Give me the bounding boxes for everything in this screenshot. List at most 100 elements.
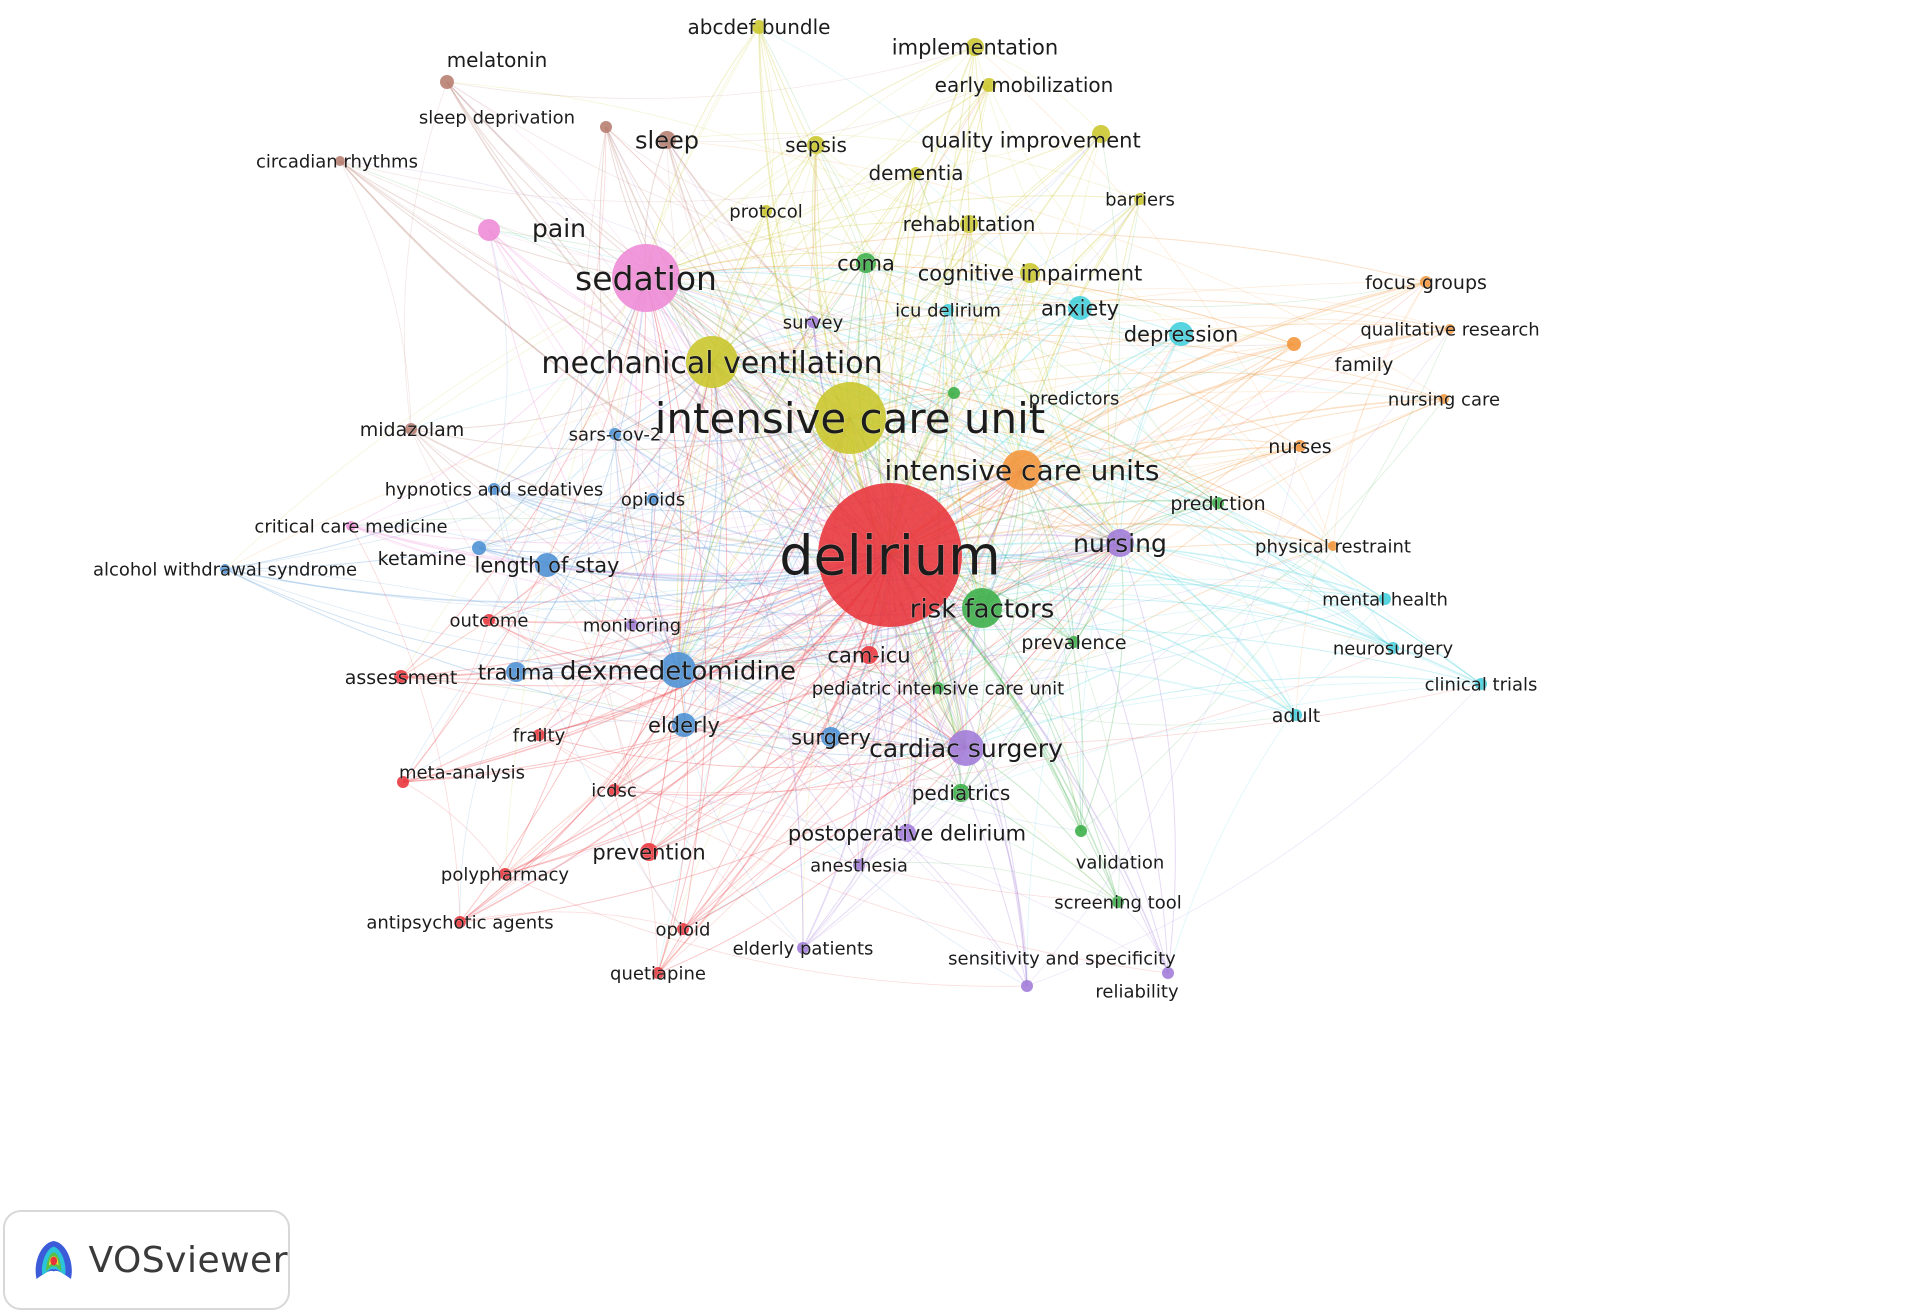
label-polypharmacy[interactable]: polypharmacy [440, 864, 570, 886]
node-icu[interactable] [814, 382, 886, 454]
label-coma[interactable]: coma [837, 251, 896, 276]
node-coma[interactable] [856, 253, 876, 273]
label-nursingcare[interactable]: nursing care [1387, 389, 1500, 411]
label-clinicaltrials[interactable]: clinical trials [1424, 674, 1538, 696]
label-picu[interactable]: pediatric intensive care unit [811, 678, 1064, 700]
label-dementia[interactable]: dementia [868, 161, 964, 186]
node-opioids[interactable] [647, 493, 659, 505]
node-sleepdep[interactable] [600, 121, 612, 133]
label-opioid[interactable]: opioid [655, 919, 711, 941]
label-icus[interactable]: intensive care units [884, 454, 1160, 488]
label-pain[interactable]: pain [532, 214, 587, 244]
label-sensspec[interactable]: sensitivity and specificity [948, 948, 1177, 970]
label-survey[interactable]: survey [782, 312, 844, 334]
node-icudelirium[interactable] [942, 304, 954, 316]
node-validation[interactable] [1075, 825, 1087, 837]
label-implementation[interactable]: implementation [891, 35, 1058, 60]
node-picu[interactable] [932, 682, 944, 694]
label-anesthesia[interactable]: anesthesia [810, 855, 909, 877]
node-sensspec[interactable] [1021, 980, 1033, 992]
node-delirium[interactable] [818, 483, 962, 627]
node-assessment[interactable] [394, 670, 408, 684]
label-neurosurgery[interactable]: neurosurgery [1332, 638, 1454, 660]
node-opioid[interactable] [677, 923, 689, 935]
node-pain[interactable] [478, 219, 500, 241]
label-focus[interactable]: focus groups [1365, 271, 1488, 294]
label-physrestraint[interactable]: physical restraint [1255, 536, 1412, 558]
node-outcome[interactable] [483, 614, 495, 626]
label-trauma[interactable]: trauma [477, 660, 554, 685]
node-alcohol[interactable] [220, 564, 230, 574]
node-neurosurgery[interactable] [1387, 642, 1399, 654]
node-antipsychotic[interactable] [454, 916, 466, 928]
label-sleep[interactable]: sleep [635, 126, 700, 155]
label-abcdef[interactable]: abcdef bundle [687, 15, 831, 40]
node-cognitive[interactable] [1020, 263, 1040, 283]
node-depression[interactable] [1169, 322, 1193, 346]
label-mentalhealth[interactable]: mental health [1322, 589, 1449, 611]
node-rehab[interactable] [960, 215, 978, 233]
label-midazolam[interactable]: midazolam [359, 418, 465, 441]
label-postop[interactable]: postoperative delirium [787, 821, 1026, 846]
label-earlymob[interactable]: early mobilization [934, 73, 1114, 98]
node-barriers[interactable] [1134, 193, 1146, 205]
node-implementation[interactable] [966, 38, 984, 56]
node-icdsc[interactable] [608, 784, 620, 796]
node-sleep[interactable] [658, 131, 676, 149]
node-prediction[interactable] [1212, 497, 1224, 509]
node-sarscov2[interactable] [609, 428, 621, 440]
node-predictors[interactable] [948, 387, 960, 399]
node-dementia[interactable] [910, 167, 922, 179]
label-frailty[interactable]: frailty [512, 725, 566, 747]
node-cardiac[interactable] [948, 730, 984, 766]
node-prevention[interactable] [640, 843, 658, 861]
label-critcare[interactable]: critical care medicine [254, 516, 448, 538]
label-lengthstay[interactable]: length of stay [474, 553, 620, 578]
node-surgery[interactable] [821, 727, 841, 747]
node-protocol[interactable] [760, 205, 772, 217]
node-quality[interactable] [1092, 125, 1110, 143]
label-ketamine[interactable]: ketamine [377, 547, 467, 570]
label-rehab[interactable]: rehabilitation [902, 212, 1036, 237]
label-prevention[interactable]: prevention [592, 840, 706, 865]
node-camicu[interactable] [860, 646, 878, 664]
node-circadian[interactable] [335, 156, 345, 166]
label-prediction[interactable]: prediction [1170, 492, 1266, 515]
label-cognitive[interactable]: cognitive impairment [917, 261, 1142, 286]
label-sepsis[interactable]: sepsis [785, 133, 848, 158]
label-alcohol[interactable]: alcohol withdrawal syndrome [92, 559, 357, 581]
label-quetiapine[interactable]: quetiapine [610, 963, 707, 985]
node-family[interactable] [1287, 337, 1301, 351]
node-ketamine[interactable] [472, 541, 486, 555]
label-circadian[interactable]: circadian rhythms [256, 151, 419, 173]
label-elderlypatients[interactable]: elderly patients [732, 938, 874, 960]
label-reliability[interactable]: reliability [1095, 981, 1180, 1003]
label-outcome[interactable]: outcome [449, 610, 529, 632]
label-barriers[interactable]: barriers [1105, 189, 1176, 211]
node-melatonin[interactable] [440, 75, 454, 89]
node-clinicaltrials[interactable] [1475, 678, 1487, 690]
label-icu[interactable]: intensive care unit [654, 394, 1046, 444]
label-riskfactors[interactable]: risk factors [909, 594, 1055, 625]
label-metaanalysis[interactable]: meta-analysis [398, 762, 525, 784]
label-cardiac[interactable]: cardiac surgery [869, 734, 1064, 764]
node-trauma[interactable] [506, 662, 526, 682]
label-melatonin[interactable]: melatonin [446, 48, 548, 73]
node-qualres[interactable] [1445, 324, 1455, 334]
label-icudelirium[interactable]: icu delirium [895, 300, 1002, 322]
label-hypnotics[interactable]: hypnotics and sedatives [384, 479, 604, 501]
label-sedation[interactable]: sedation [575, 258, 718, 298]
node-icus[interactable] [1002, 450, 1042, 490]
label-pediatrics[interactable]: pediatrics [911, 781, 1011, 806]
label-surgery[interactable]: surgery [791, 725, 872, 750]
label-prevalence[interactable]: prevalence [1021, 631, 1127, 654]
label-nurses[interactable]: nurses [1268, 435, 1332, 458]
node-quetiapine[interactable] [652, 967, 664, 979]
label-assessment[interactable]: assessment [344, 666, 458, 689]
node-screening[interactable] [1112, 896, 1124, 908]
node-reliability[interactable] [1162, 967, 1174, 979]
label-camicu[interactable]: cam-icu [827, 643, 911, 668]
label-qualres[interactable]: qualitative research [1360, 319, 1540, 341]
node-sedation[interactable] [612, 244, 680, 312]
